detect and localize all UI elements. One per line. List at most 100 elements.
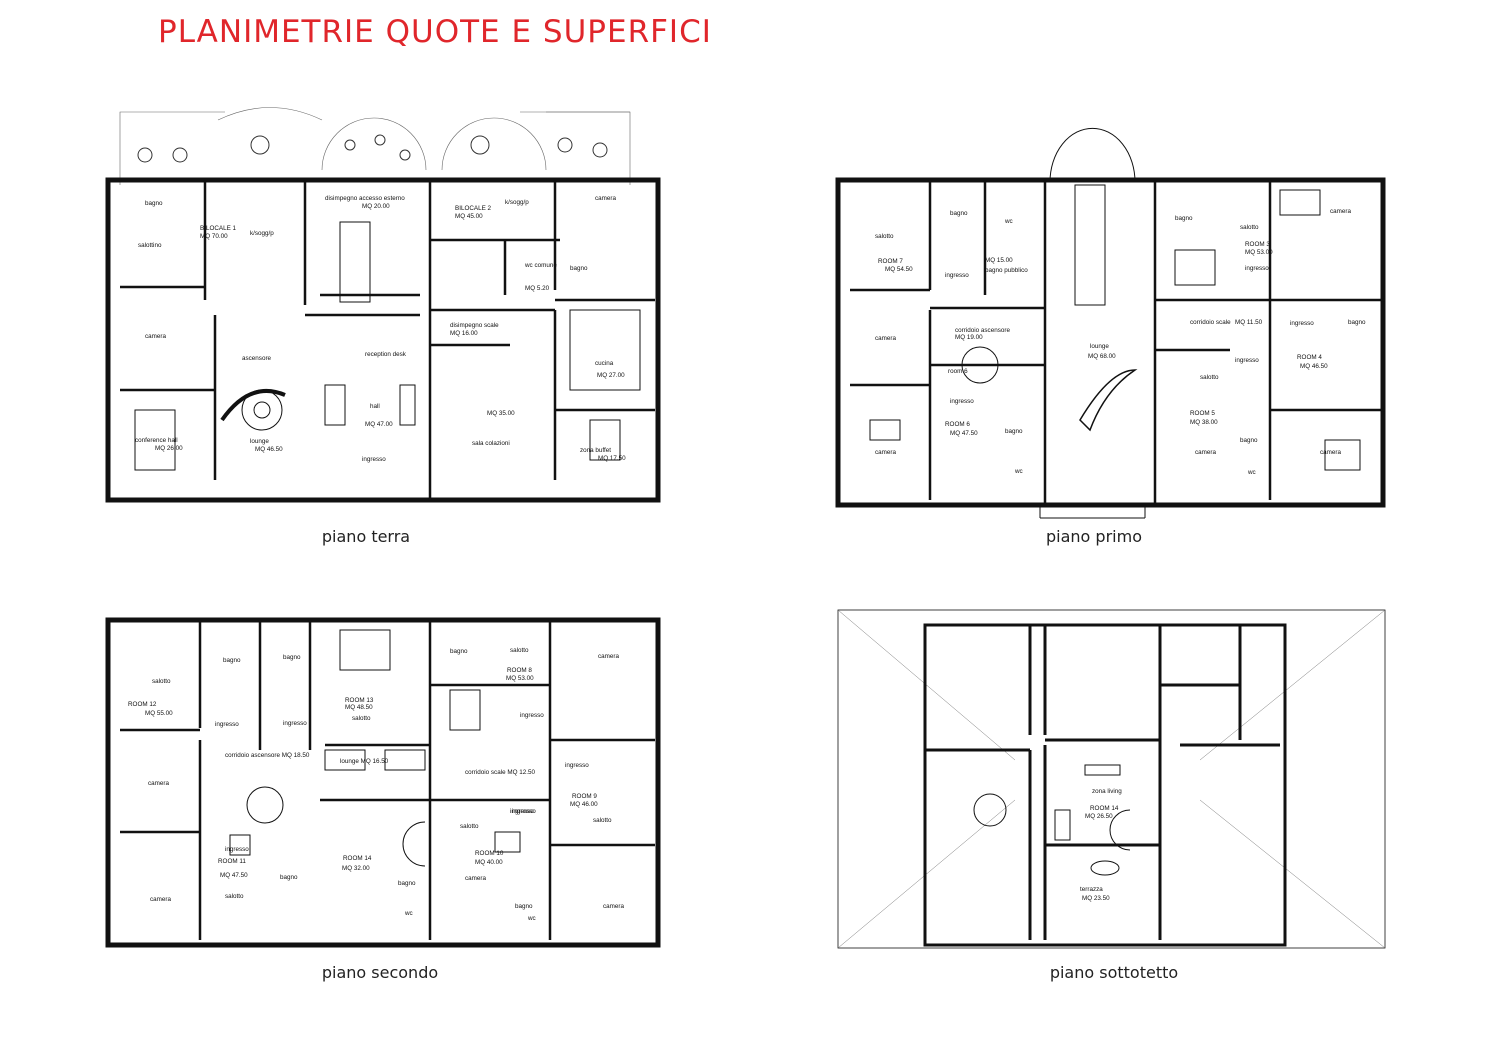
floor-plan-piano-secondo: salotto bagno bagno ROOM 12 MQ 55.00 ing…	[105, 617, 661, 948]
floor-plan-piano-secondo-room-31: ROOM 10	[475, 850, 504, 857]
floor-plan-piano-primo-room-25: ingresso	[1235, 357, 1259, 364]
floor-plan-piano-terra-room-16: ingresso	[362, 456, 386, 463]
floor-plan-piano-primo-room-28: camera	[1320, 449, 1341, 456]
floor-plan-piano-terra-room-7: BILOCALE 2	[455, 205, 492, 212]
floor-plan-piano-secondo-room-34: wc	[527, 915, 536, 922]
caption-piano-sottotetto: piano sottotetto	[1049, 963, 1179, 982]
floor-plan-piano-secondo-room-31-area: MQ 40.00	[475, 859, 503, 866]
floor-plan-piano-sottotetto: zona living ROOM 14 MQ 26.50 terrazza MQ…	[837, 609, 1386, 949]
floor-plan-piano-secondo-room-3-area: MQ 55.00	[145, 710, 173, 717]
floor-plan-piano-primo-room-29: camera	[1195, 449, 1216, 456]
floor-plan-piano-secondo-room-10: ROOM 8	[507, 667, 532, 674]
floor-plan-piano-secondo-room-15: lounge MQ 16.50	[340, 758, 389, 765]
floor-plan-piano-secondo-room-0: salotto	[152, 678, 171, 685]
floor-plan-piano-secondo-room-19: salotto	[593, 817, 612, 824]
floor-plan-piano-terra-room-20-area: MQ 27.00	[597, 372, 625, 379]
floor-plan-piano-primo-room-14: lounge	[1090, 343, 1109, 350]
floor-plan-piano-primo-room-12: bagno	[1005, 428, 1023, 435]
floor-plan-piano-secondo-room-7: salotto	[352, 715, 371, 722]
floor-plan-piano-sottotetto-room-1: ROOM 14	[1090, 805, 1119, 812]
floor-plan-piano-primo-room-20: corridoio scale	[1190, 319, 1231, 326]
floor-plan-piano-primo-room-1-area: MQ 54.50	[885, 266, 913, 273]
floor-plan-piano-secondo-room-26: ROOM 14	[343, 855, 372, 862]
floor-plan-piano-primo-room-11: camera	[875, 449, 896, 456]
floor-plan-piano-primo-room-30: wc	[1247, 469, 1256, 476]
floor-plan-piano-terra-room-15-area: MQ 47.00	[365, 421, 393, 428]
floor-plan-piano-terra-room-5: conference hall	[135, 437, 178, 444]
floor-plan-piano-primo-room-2: bagno	[950, 210, 968, 217]
floor-plan-piano-primo-room-10: ROOM 6	[945, 421, 970, 428]
floor-plan-piano-terra-room-21: zona buffet	[580, 447, 611, 454]
floor-plan-piano-secondo-room-11: ingresso	[520, 712, 544, 719]
floor-plan-piano-terra-room-13: lounge	[250, 438, 269, 445]
floor-plan-piano-primo: salotto ROOM 7 MQ 54.50 bagno wc ingress…	[835, 127, 1386, 519]
floor-plan-piano-primo-room-17-area: MQ 53.00	[1245, 249, 1273, 256]
floor-plan-piano-secondo-room-6: ROOM 13	[345, 697, 374, 704]
floor-plan-piano-primo-room-9: ingresso	[950, 398, 974, 405]
floor-plan-piano-terra-room-13-area: MQ 46.50	[255, 446, 283, 453]
floor-plan-piano-primo-room-17: ROOM 3	[1245, 241, 1270, 248]
floor-plan-piano-terra-room-2: k/sogg/p	[250, 230, 274, 237]
floor-plan-piano-secondo-room-17: ingresso	[565, 762, 589, 769]
floor-plan-piano-terra-room-9: camera	[595, 195, 616, 202]
floor-plan-piano-sottotetto-room-1-area: MQ 26.50	[1085, 813, 1113, 820]
floor-plan-piano-primo-room-7: corridoio ascensore	[955, 327, 1010, 334]
floor-plan-piano-terra-room-12: ascensore	[242, 355, 272, 362]
floor-plan-piano-primo-room-5-area: bagno pubblico	[985, 267, 1028, 274]
floor-plan-piano-terra-room-1-area: MQ 70.00	[200, 233, 228, 240]
page-title: PLANIMETRIE QUOTE E SUPERFICI	[158, 14, 712, 50]
floor-plan-piano-primo-room-4: ingresso	[945, 272, 969, 279]
floor-plan-piano-primo-room-0: salotto	[875, 233, 894, 240]
floor-plan-piano-primo-room-13: wc	[1014, 468, 1023, 475]
floor-plan-piano-secondo-room-26-area: MQ 32.00	[342, 865, 370, 872]
floor-plan-piano-primo-room-10-area: MQ 47.50	[950, 430, 978, 437]
floor-plan-piano-secondo-room-3: ROOM 12	[128, 701, 157, 708]
floor-plan-piano-terra-room-6-area: MQ 20.00	[362, 203, 390, 210]
floor-plan-piano-primo-room-23: ROOM 4	[1297, 354, 1322, 361]
floor-plan-piano-secondo-room-35: camera	[603, 903, 624, 910]
floor-plan-piano-primo-room-3: wc	[1004, 218, 1013, 225]
floor-plan-piano-primo-room-20-area: MQ 11.50	[1235, 319, 1263, 326]
floor-plan-piano-secondo-room-22: salotto	[225, 893, 244, 900]
floor-plan-piano-terra: bagno BILOCALE 1 MQ 70.00 k/sogg/p salot…	[105, 107, 661, 503]
floor-plan-piano-terra-room-10: wc comune	[524, 262, 557, 269]
floor-plan-piano-secondo-room-30: ingresso	[510, 808, 534, 815]
floor-plan-piano-primo-room-16: salotto	[1240, 224, 1259, 231]
floor-plan-piano-terra-room-10-area: MQ 5.20	[525, 285, 550, 292]
floor-plan-piano-secondo-room-25: ingresso	[225, 846, 249, 853]
floor-plan-piano-primo-room-6: camera	[875, 335, 896, 342]
floor-plan-piano-terra-room-11: bagno	[570, 265, 588, 272]
floor-plan-piano-secondo-room-29: salotto	[460, 823, 479, 830]
floor-plan-piano-sottotetto-room-2-area: MQ 23.50	[1082, 895, 1110, 902]
floor-plan-piano-primo-room-18: ingresso	[1245, 265, 1269, 272]
floor-plan-piano-primo-room-5: MQ 15.00	[985, 257, 1013, 264]
floor-plan-piano-terra-room-19: sala colazioni	[472, 440, 510, 447]
floor-plan-piano-primo-room-8: room 6	[948, 368, 968, 375]
caption-piano-terra: piano terra	[321, 527, 411, 546]
floor-plan-piano-secondo-room-6-area: MQ 48.50	[345, 704, 373, 711]
floor-plan-piano-primo-room-24: salotto	[1200, 374, 1219, 381]
floor-plan-piano-primo-room-19: camera	[1330, 208, 1351, 215]
floor-plan-piano-primo-room-21: ingresso	[1290, 320, 1314, 327]
floor-plan-piano-terra-room-17: disimpegno scale	[450, 322, 499, 329]
floor-plan-piano-secondo-room-24: camera	[150, 896, 171, 903]
floor-plan-piano-secondo-room-28: wc	[404, 910, 413, 917]
floor-plan-piano-secondo-room-18-area: MQ 46.00	[570, 801, 598, 808]
floor-plan-piano-secondo-room-21-area: MQ 47.50	[220, 872, 248, 879]
floor-plan-piano-sottotetto-room-2: terrazza	[1080, 886, 1103, 893]
floor-plan-piano-secondo-room-4: ingresso	[215, 721, 239, 728]
floor-plan-piano-secondo-room-13: camera	[148, 780, 169, 787]
floor-plan-piano-terra-room-5-area: MQ 26.00	[155, 445, 183, 452]
floor-plan-piano-secondo-room-20: ingresso	[512, 808, 536, 815]
floor-plan-piano-primo-room-1: ROOM 7	[878, 258, 903, 265]
floor-plan-piano-terra-room-15: hall	[370, 403, 380, 410]
floor-plan-piano-primo-room-14-area: MQ 68.00	[1088, 353, 1116, 360]
floor-plan-piano-terra-room-8: k/sogg/p	[505, 199, 529, 206]
floor-plan-piano-primo-room-23-area: MQ 46.50	[1300, 363, 1328, 370]
floor-plan-piano-secondo-room-1: bagno	[223, 657, 241, 664]
caption-piano-secondo: piano secondo	[321, 963, 439, 982]
floor-plan-piano-secondo-room-32: camera	[465, 875, 486, 882]
floor-plan-piano-secondo-room-27: bagno	[398, 880, 416, 887]
floor-plan-piano-primo-room-27: bagno	[1240, 437, 1258, 444]
floor-plan-piano-terra-room-4: camera	[145, 333, 166, 340]
